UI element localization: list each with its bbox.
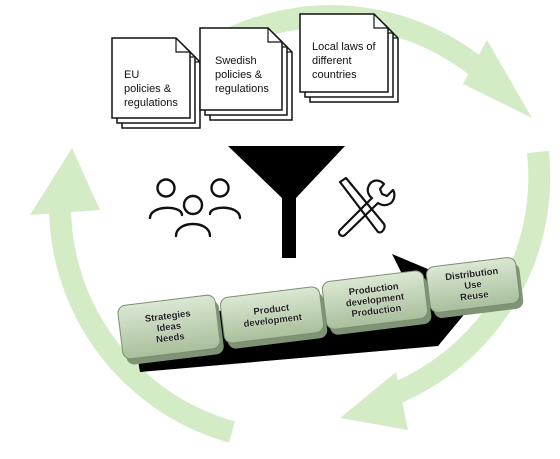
- document-label-line: policies &: [215, 69, 263, 81]
- document-stack: Local laws of different countries: [299, 13, 399, 103]
- document-label-line: EU: [124, 69, 139, 81]
- document-label-line: Swedish: [215, 55, 257, 67]
- document-page: [111, 37, 191, 119]
- document-fold: [267, 28, 282, 43]
- screwdriver-icon: [338, 176, 386, 234]
- document-label-line: different: [312, 55, 352, 67]
- wrench-icon: [337, 179, 396, 238]
- stage-block: [219, 286, 325, 344]
- stage-label-line: Ideas: [156, 321, 181, 335]
- document-label-line: policies &: [124, 83, 172, 95]
- document-stacks: EU policies & regulations Swedish policies &…: [111, 13, 399, 129]
- stage-label-line: Needs: [156, 331, 186, 345]
- stage-label-line: Product: [253, 302, 291, 317]
- people-icon: [148, 178, 242, 238]
- document-label-line: regulations: [124, 97, 178, 109]
- stage-label-line: Use: [464, 279, 483, 292]
- document-label-line: countries: [312, 69, 357, 81]
- cycle-arrowhead-top: [463, 40, 532, 118]
- cycle-arrowhead-left: [30, 148, 100, 215]
- cycle-arrowhead-right: [340, 372, 408, 430]
- document-page: [299, 13, 389, 93]
- document-fold: [175, 38, 190, 53]
- process-stages: StrategiesIdeasNeedsProductdevelopmentPr…: [117, 257, 524, 365]
- cycle-arrow-left: [49, 209, 235, 443]
- stage-block: [425, 257, 521, 313]
- document-stack: Swedish policies & regulations: [199, 27, 293, 121]
- document-label-line: Local laws of: [312, 41, 377, 53]
- stage-block: [321, 270, 429, 330]
- document-fold: [373, 14, 388, 29]
- stage-block: [117, 294, 221, 360]
- funnel-icon: [228, 146, 345, 258]
- stage-label-line: Reuse: [460, 289, 490, 303]
- document-stack: EU policies & regulations: [111, 37, 201, 129]
- tools-icon: [337, 176, 396, 238]
- document-page: [199, 27, 283, 111]
- document-label-line: regulations: [215, 83, 269, 95]
